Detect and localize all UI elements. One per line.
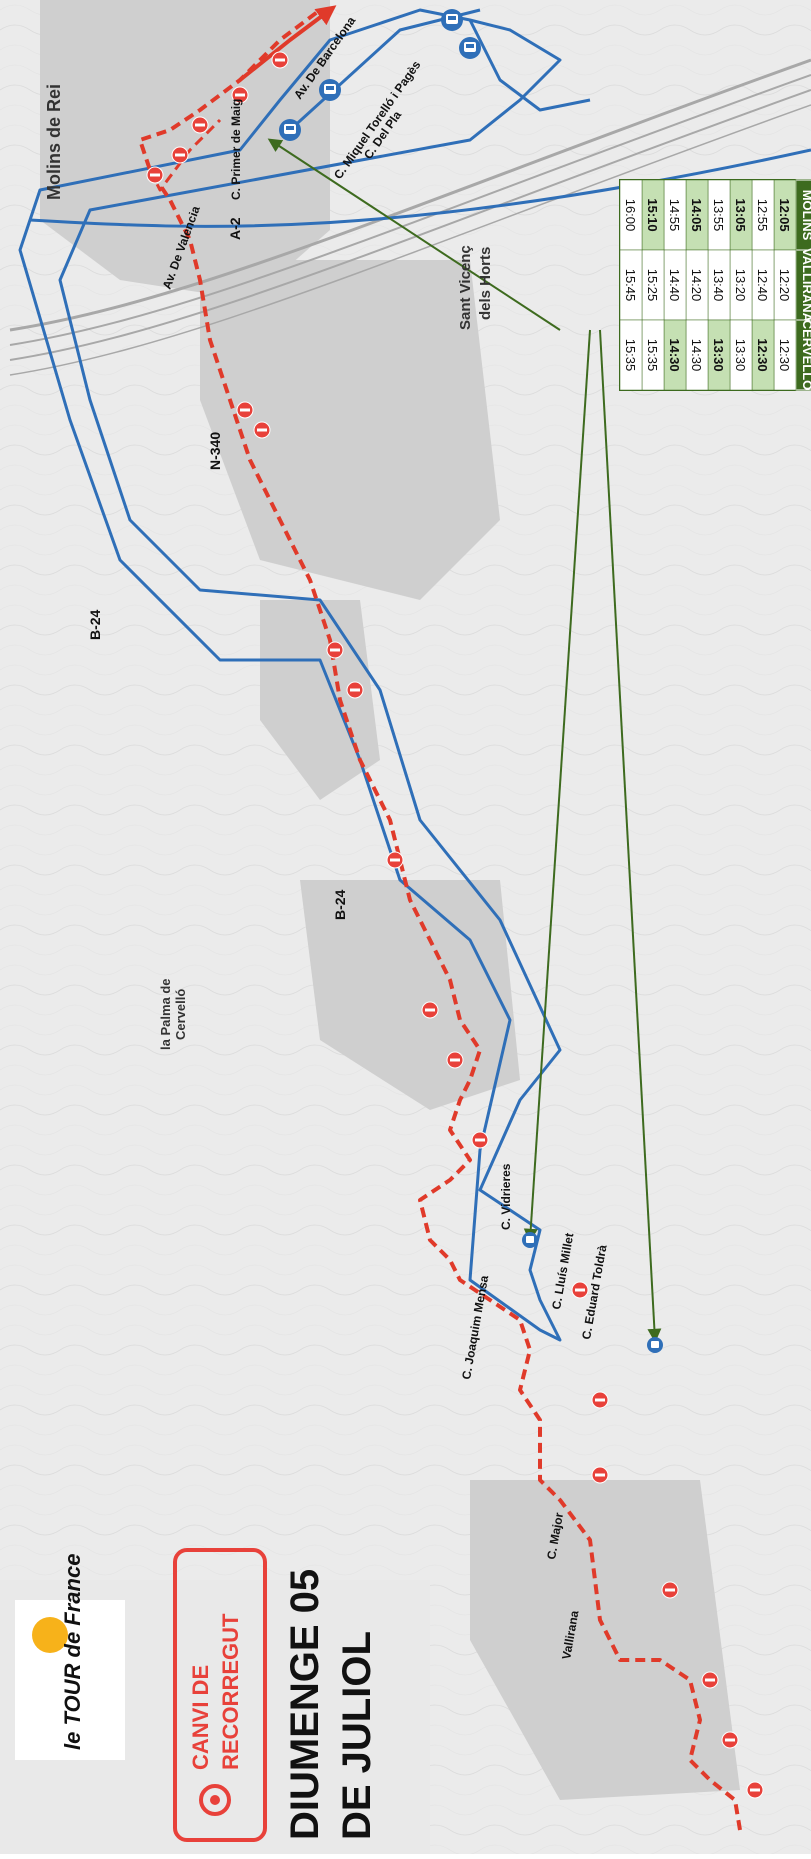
road-n340: N-340	[207, 432, 223, 470]
race-route	[138, 5, 742, 1831]
arrow-to-toldra	[599, 329, 662, 1343]
no-entry-icon	[471, 1131, 489, 1149]
no-entry-icon	[271, 51, 289, 69]
schedule-time: 15:10	[645, 198, 660, 231]
schedule-time: 15:45	[623, 269, 638, 302]
road-a2: A-2	[227, 217, 243, 240]
place-molins-de-rei: Molins de Rei	[44, 84, 64, 200]
schedule-time: 14:30	[667, 338, 682, 371]
schedule-time: 14:40	[667, 269, 682, 302]
change-route-box: CANVI DE RECORREGUT	[173, 1548, 267, 1842]
schedule-time: 13:30	[733, 339, 748, 372]
no-entry-icon	[746, 1781, 764, 1799]
schedule-time: 14:20	[689, 269, 704, 302]
no-entry-icon	[326, 641, 344, 659]
bus-stop-icon[interactable]	[522, 1232, 538, 1248]
schedule-header: VALLIRANA	[800, 248, 811, 323]
no-entry-icon	[661, 1581, 679, 1599]
no-entry-icon	[721, 1731, 739, 1749]
no-entry-icon	[191, 116, 209, 134]
title-banner: le TOUR de France CANVI DE RECORREGUT DI…	[0, 1548, 430, 1854]
schedule-time: 15:35	[645, 339, 660, 372]
date-line2: DE JULIOL	[335, 1631, 379, 1840]
bus-route-main	[18, 8, 562, 1342]
schedule-cell	[619, 319, 643, 391]
schedule-time: 14:05	[689, 198, 704, 231]
schedule-time: 13:05	[733, 198, 748, 231]
no-entry-icon	[591, 1466, 609, 1484]
place-labels: Molins de Rei Sant Vicenç dels Horts la …	[44, 84, 494, 1050]
bus-stop-icon[interactable]	[279, 119, 301, 141]
change-route-line2: RECORREGUT	[218, 1613, 243, 1770]
schedule-time: 16:00	[623, 199, 638, 232]
place-sant-vicenc: Sant Vicenç	[457, 245, 474, 330]
no-entry-icon	[346, 681, 364, 699]
place-la-palma-2: Cervelló	[173, 989, 188, 1040]
no-entry-icon	[236, 401, 254, 419]
arrow-to-vidrieres	[523, 329, 591, 1243]
schedule-time: 12:05	[777, 198, 792, 231]
schedule-time: 14:55	[667, 199, 682, 232]
urban-area-vallirana	[470, 1480, 740, 1800]
no-entry-markers	[146, 51, 764, 1799]
road-b24-north: B-24	[87, 609, 103, 640]
bus-stop-icon[interactable]	[441, 9, 463, 31]
schedule-time: 12:55	[755, 199, 770, 232]
schedule-time: 13:20	[733, 269, 748, 302]
schedule-time: 15:35	[623, 339, 638, 372]
no-entry-icon	[446, 1051, 464, 1069]
schedule-time: 13:30	[711, 338, 726, 371]
no-entry-icon	[386, 851, 404, 869]
place-sant-vicenc-2: dels Horts	[477, 247, 494, 320]
schedule-time: 15:25	[645, 269, 660, 302]
schedule-header: MOLINS	[800, 190, 811, 241]
no-entry-icon	[231, 86, 249, 104]
street-vidrieres: C. Vidrieres	[499, 1163, 513, 1230]
rail-corridor	[9, 58, 811, 376]
schedule-time: 12:30	[777, 339, 792, 372]
bus-stops	[279, 9, 663, 1353]
tour-de-france-logo: le TOUR de France	[15, 1554, 125, 1760]
urban-area-sant-vicenc	[200, 260, 500, 600]
race-route-main	[138, 8, 742, 1831]
schedule-time: 12:30	[755, 338, 770, 371]
change-route-line1: CANVI DE	[188, 1665, 213, 1770]
no-entry-icon	[146, 166, 164, 184]
place-la-palma: la Palma de	[158, 978, 173, 1050]
schedule-time: 12:40	[755, 269, 770, 302]
no-entry-icon	[571, 1281, 589, 1299]
no-entry-icon	[701, 1671, 719, 1689]
no-entry-icon	[421, 1001, 439, 1019]
road-labels: A-2 B-24 B-24 N-340	[87, 217, 348, 920]
schedule-time: 13:55	[711, 199, 726, 232]
no-entry-icon	[591, 1391, 609, 1409]
arrow-to-primer-maig	[267, 138, 561, 331]
street-primer-maig: C. Primer de Maig	[229, 99, 243, 200]
location-pin-icon	[199, 1784, 231, 1816]
no-entry-icon	[253, 421, 271, 439]
race-route-arrow	[238, 5, 337, 82]
schedule-time: 14:30	[689, 339, 704, 372]
road-b24-mid: B-24	[332, 889, 348, 920]
date-line1: DIUMENGE 05	[283, 1569, 327, 1840]
bus-stop-icon[interactable]	[647, 1337, 663, 1353]
bus-stop-icon[interactable]	[319, 79, 341, 101]
urban-area-industrial	[260, 600, 380, 800]
schedule-header: CERVELLÓ	[800, 320, 811, 391]
no-entry-icon	[171, 146, 189, 164]
schedule-time: 12:20	[777, 269, 792, 302]
schedule-time: 13:40	[711, 269, 726, 302]
logo-text: le TOUR de France	[60, 1554, 85, 1750]
bus-route-loop	[468, 19, 591, 112]
callout-arrows	[267, 138, 662, 1343]
bus-stop-icon[interactable]	[459, 37, 481, 59]
